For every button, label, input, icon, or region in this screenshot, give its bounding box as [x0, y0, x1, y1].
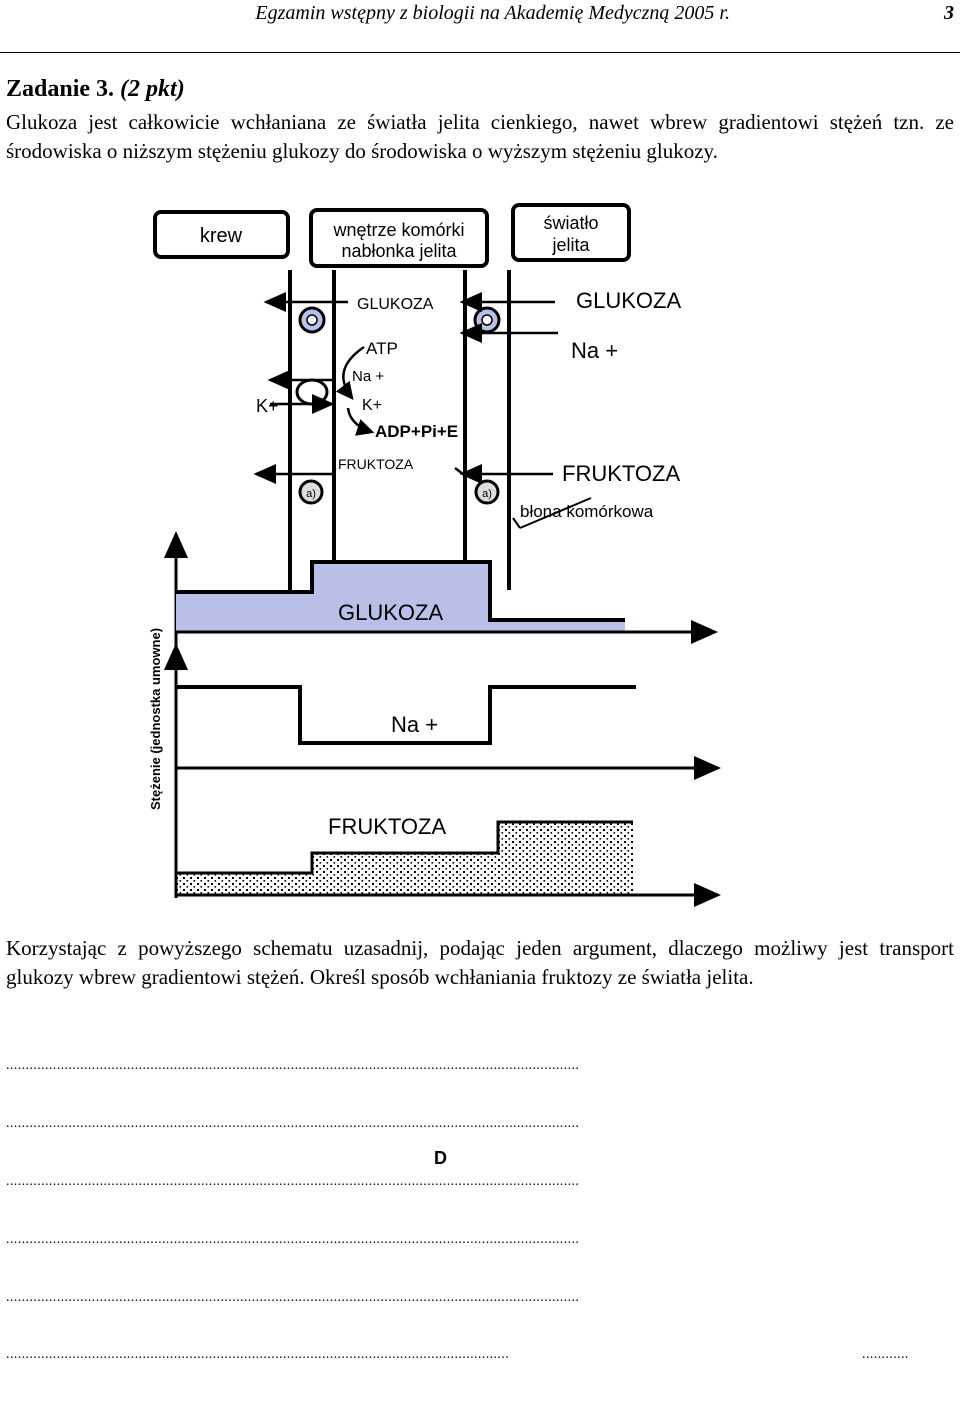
glucose-outer-label: GLUKOZA — [576, 288, 681, 313]
y-axis-label: Stężenie (jednostka umowne) — [148, 628, 163, 810]
cell-membranes — [288, 270, 511, 590]
sodium-chart-label: Na + — [391, 712, 438, 737]
page-number: 3 — [944, 2, 954, 24]
blood-box: krew — [153, 210, 290, 259]
glucose-profile — [176, 560, 718, 644]
fructose-outer-label: FRUKTOZA — [562, 461, 680, 486]
glucose-chart-label: GLUKOZA — [338, 600, 443, 625]
answer-line-5[interactable]: ........................................… — [6, 1290, 580, 1305]
sodium-profile — [176, 685, 721, 780]
glucose-inner-label: GLUKOZA — [357, 296, 434, 313]
task-intro: Glukoza jest całkowicie wchłaniana ze św… — [6, 110, 954, 163]
task-points: (2 pkt) — [120, 76, 185, 102]
transport-arrows — [253, 292, 592, 529]
membrane-label: błona komórkowa — [520, 502, 654, 521]
answer-line-6[interactable]: ........................................… — [6, 1347, 510, 1362]
answer-line-1[interactable]: ........................................… — [6, 1058, 580, 1073]
answer-line-2[interactable]: ........................................… — [6, 1116, 580, 1131]
answer-line-4[interactable]: ........................................… — [6, 1232, 580, 1247]
answer-mark: D — [434, 1148, 447, 1168]
fructose-inner-label: FRUKTOZA — [338, 456, 414, 472]
potassium-left-label: K+ — [256, 396, 279, 416]
answer-line-7[interactable]: ............ — [862, 1347, 909, 1362]
fructose-chart-label: FRUKTOZA — [328, 814, 446, 839]
lumen-box: światło jelita — [511, 203, 631, 262]
cell-label-line2: nabłonka jelita — [341, 241, 457, 261]
page-header: Egzamin wstępny z biologii na Akademię M… — [0, 0, 960, 53]
answer-line-3[interactable]: ........................................… — [6, 1174, 580, 1189]
transport-diagram: krew wnętrze komórki nabłonka jelita świ… — [148, 203, 721, 907]
cell-label-line1: wnętrze komórki — [332, 220, 464, 240]
cell-box: wnętrze komórki nabłonka jelita — [309, 208, 489, 268]
potassium-inner-label: K+ — [362, 397, 382, 414]
carrier-label-right: a) — [482, 488, 492, 500]
carrier-label-left: a) — [306, 488, 316, 500]
task-question: Korzystając z powyższego schematu uzasad… — [6, 936, 954, 989]
fructose-profile — [176, 820, 721, 907]
task-title: Zadanie 3. (2 pkt) — [6, 76, 185, 103]
atp-label: ATP — [366, 339, 398, 358]
lumen-label-line1: światło — [543, 213, 598, 233]
lumen-label-line2: jelita — [551, 235, 590, 255]
task-number: Zadanie 3. — [6, 76, 115, 102]
blood-label: krew — [200, 225, 243, 247]
header-title: Egzamin wstępny z biologii na Akademię M… — [255, 2, 730, 24]
sodium-outer-label: Na + — [571, 338, 618, 363]
adp-label: ADP+Pi+E — [375, 422, 458, 441]
sodium-inner-label: Na + — [352, 368, 384, 385]
